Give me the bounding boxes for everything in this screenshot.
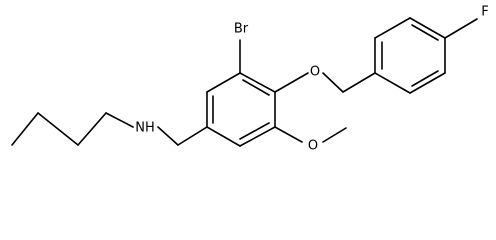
molecule-drawing: NH Br O O F	[11, 5, 489, 154]
fluorophenyl-ring	[374, 17, 446, 94]
ring-bond-6	[206, 126, 241, 147]
bond-ring-o-ether	[274, 72, 309, 93]
methoxy-oxygen-label: O	[308, 139, 318, 154]
fring-double-bond-c	[411, 70, 439, 87]
bond-ring-f	[444, 18, 478, 39]
bond-o-methyl	[322, 127, 347, 143]
bond-ch2-ring	[177, 126, 208, 146]
fring-bond-2	[374, 17, 411, 39]
amine-nh-label: NH	[135, 121, 155, 136]
ring-double-bond-c	[239, 122, 270, 140]
bond-n-ch2	[157, 126, 179, 146]
butyl-chain	[11, 112, 134, 146]
bond-c4-n	[105, 112, 134, 128]
ring-bond-3	[239, 72, 276, 93]
ether-oxygen-label: O	[310, 65, 320, 80]
bond-c3-c4	[77, 112, 107, 146]
ring-bond-2	[206, 72, 241, 93]
fring-double-bond-b	[411, 24, 439, 41]
ring-double-bond-b	[242, 79, 270, 96]
ring-bond-5	[239, 126, 276, 147]
fluorine-label: F	[481, 5, 488, 20]
bond-o-ch2	[322, 72, 344, 93]
fring-bond-5	[409, 72, 446, 94]
central-benzene-ring	[206, 72, 276, 147]
bromine-label: Br	[234, 22, 249, 37]
bond-c2-c3	[37, 112, 79, 146]
bond-ring-o-methoxy	[274, 126, 303, 143]
fring-bond-6	[374, 72, 411, 94]
bond-c1-c2	[11, 112, 39, 146]
fring-bond-3	[409, 17, 446, 39]
structure-canvas: NH Br O O F	[11, 5, 489, 154]
bond-ch2-aryl	[342, 72, 376, 93]
